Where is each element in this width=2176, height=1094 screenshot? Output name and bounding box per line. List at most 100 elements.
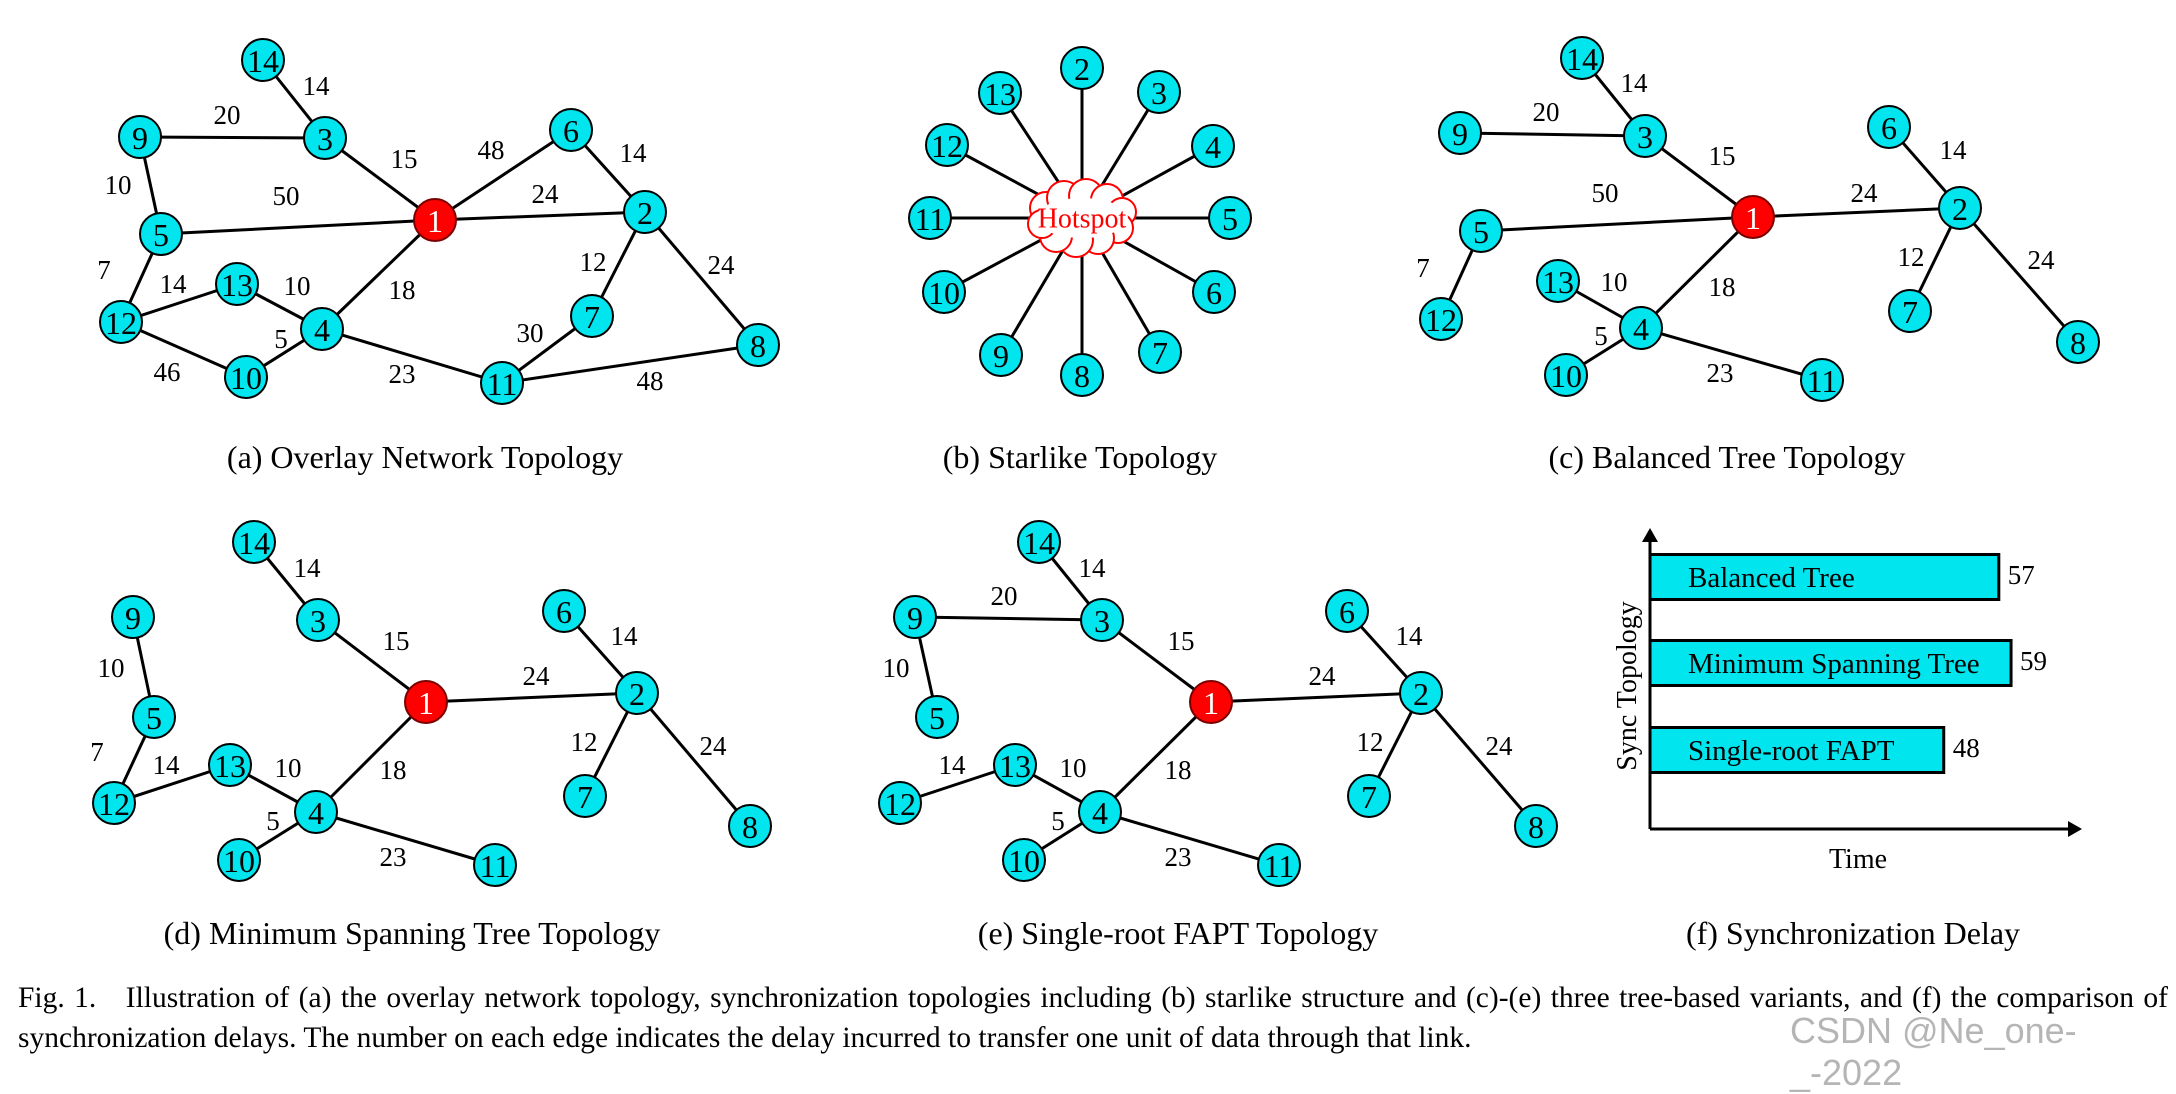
node-label: 2: [1413, 676, 1429, 712]
edge-delay-label: 24: [523, 661, 551, 691]
node-label: 3: [1094, 603, 1110, 639]
edge-delay-label: 14: [611, 621, 639, 651]
edge-2-8: [1958, 207, 2080, 343]
edge-delay-label: 15: [383, 626, 410, 656]
node-label: 10: [928, 275, 960, 311]
node-9: [111, 595, 155, 639]
edge-delay-label: 14: [303, 71, 331, 101]
edge-delay-label: 23: [1165, 842, 1192, 872]
node-4: [1191, 124, 1235, 168]
bar-balanced-tree: [1648, 553, 2001, 601]
edge-delay-label: 18: [380, 755, 407, 785]
edge-delay-label: 24: [1851, 178, 1879, 208]
hotspot-label: Hotspot: [1038, 204, 1127, 235]
y-axis-label: Sync Topology: [1612, 601, 1643, 770]
edge-delay-label: 12: [571, 727, 598, 757]
bar-value-label: 57: [2008, 560, 2035, 590]
bar-category-label: Minimum Spanning Tree: [1688, 648, 1980, 680]
edge-delay-label: 12: [580, 247, 607, 277]
edge-delay-label: 10: [883, 653, 910, 683]
node-13: [993, 743, 1037, 787]
edge-3-1: [1101, 618, 1212, 704]
node-7: [570, 294, 614, 338]
edge-delay-label: 24: [532, 179, 560, 209]
node-12: [925, 123, 969, 167]
node-label: 9: [1452, 116, 1468, 152]
edge-3-1: [317, 618, 427, 704]
node-5: [1459, 209, 1503, 253]
node-label: 3: [1637, 119, 1653, 155]
root-node-1: [413, 198, 457, 242]
edge-delay-label: 15: [1168, 626, 1195, 656]
edge-delay-label: 5: [266, 806, 280, 836]
bar-minimum-spanning-tree: [1648, 639, 2013, 687]
node-label: 13: [984, 76, 1016, 112]
node-label: 2: [637, 195, 653, 231]
node-14: [232, 520, 276, 564]
node-7: [1347, 774, 1391, 818]
node-label: 11: [480, 848, 511, 884]
edge-delay-label: 24: [2028, 245, 2056, 275]
edge-delay-label: 18: [1165, 755, 1192, 785]
node-7: [563, 774, 607, 818]
node-label: 12: [1425, 302, 1457, 338]
caption-b: (b) Starlike Topology: [943, 439, 1217, 475]
node-5: [132, 695, 176, 739]
edge-1-6: [434, 128, 572, 222]
node-label: 9: [132, 120, 148, 156]
edge-delay-label: 24: [1486, 731, 1514, 761]
edge-delay-label: 48: [637, 366, 664, 396]
node-label: 12: [98, 786, 130, 822]
node-8: [1060, 353, 1104, 397]
edge-1-4: [320, 218, 437, 331]
node-label: 1: [418, 685, 434, 721]
watermark: CSDN @Ne_one-_-2022: [1790, 1010, 2077, 1093]
node-11: [908, 196, 952, 240]
node-11: [1257, 843, 1301, 887]
x-axis-label: Time: [1829, 844, 1887, 875]
node-label: 4: [1205, 129, 1221, 165]
edge-delay-label: 14: [294, 553, 322, 583]
node-3: [303, 116, 347, 160]
node-13: [1536, 259, 1580, 303]
node-9: [893, 595, 937, 639]
node-6: [1192, 270, 1236, 314]
edge-delay-label: 20: [1533, 97, 1560, 127]
edge-delay-label: 23: [1707, 358, 1734, 388]
node-label: 11: [915, 201, 946, 237]
edge-delay-label: 7: [1416, 253, 1430, 283]
edge-delay-label: 14: [939, 750, 967, 780]
node-4: [294, 790, 338, 834]
edge-4-11: [315, 810, 496, 867]
node-10: [224, 355, 268, 399]
edge-delay-label: 14: [620, 138, 648, 168]
edge-delay-label: 14: [160, 269, 188, 299]
node-3: [1623, 114, 1667, 158]
node-label: 10: [223, 843, 255, 879]
node-10: [1544, 353, 1588, 397]
caption-e: (e) Single-root FAPT Topology: [978, 915, 1378, 951]
node-label: 1: [1745, 200, 1761, 236]
caption-f: (f) Synchronization Delay: [1686, 915, 2020, 951]
edge-delay-label: 20: [991, 581, 1018, 611]
edge-delay-label: 10: [98, 653, 125, 683]
edge-4-11: [1640, 326, 1823, 382]
edge-3-1: [324, 136, 436, 222]
caption-d: (d) Minimum Spanning Tree Topology: [164, 915, 661, 951]
node-9: [1438, 111, 1482, 155]
node-label: 9: [907, 600, 923, 636]
edge-delay-label: 24: [708, 250, 736, 280]
node-label: 3: [310, 603, 326, 639]
node-10: [217, 838, 261, 882]
edge-1-2: [425, 691, 638, 704]
edge-delay-label: 23: [389, 359, 416, 389]
edge-delay-label: 10: [105, 170, 132, 200]
node-label: 9: [993, 338, 1009, 374]
node-label: 11: [487, 366, 518, 402]
